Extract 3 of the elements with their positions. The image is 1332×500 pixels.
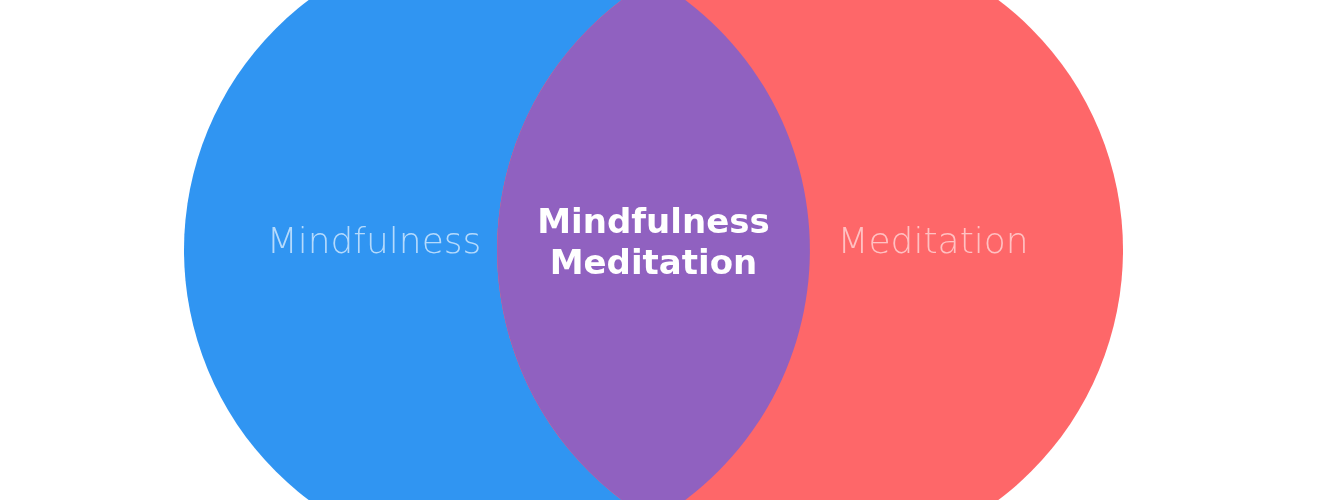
overlap-label: Mindfulness Meditation <box>536 201 771 283</box>
set-label: Mindfulness <box>265 219 483 263</box>
set-label: Meditation <box>836 219 1030 263</box>
